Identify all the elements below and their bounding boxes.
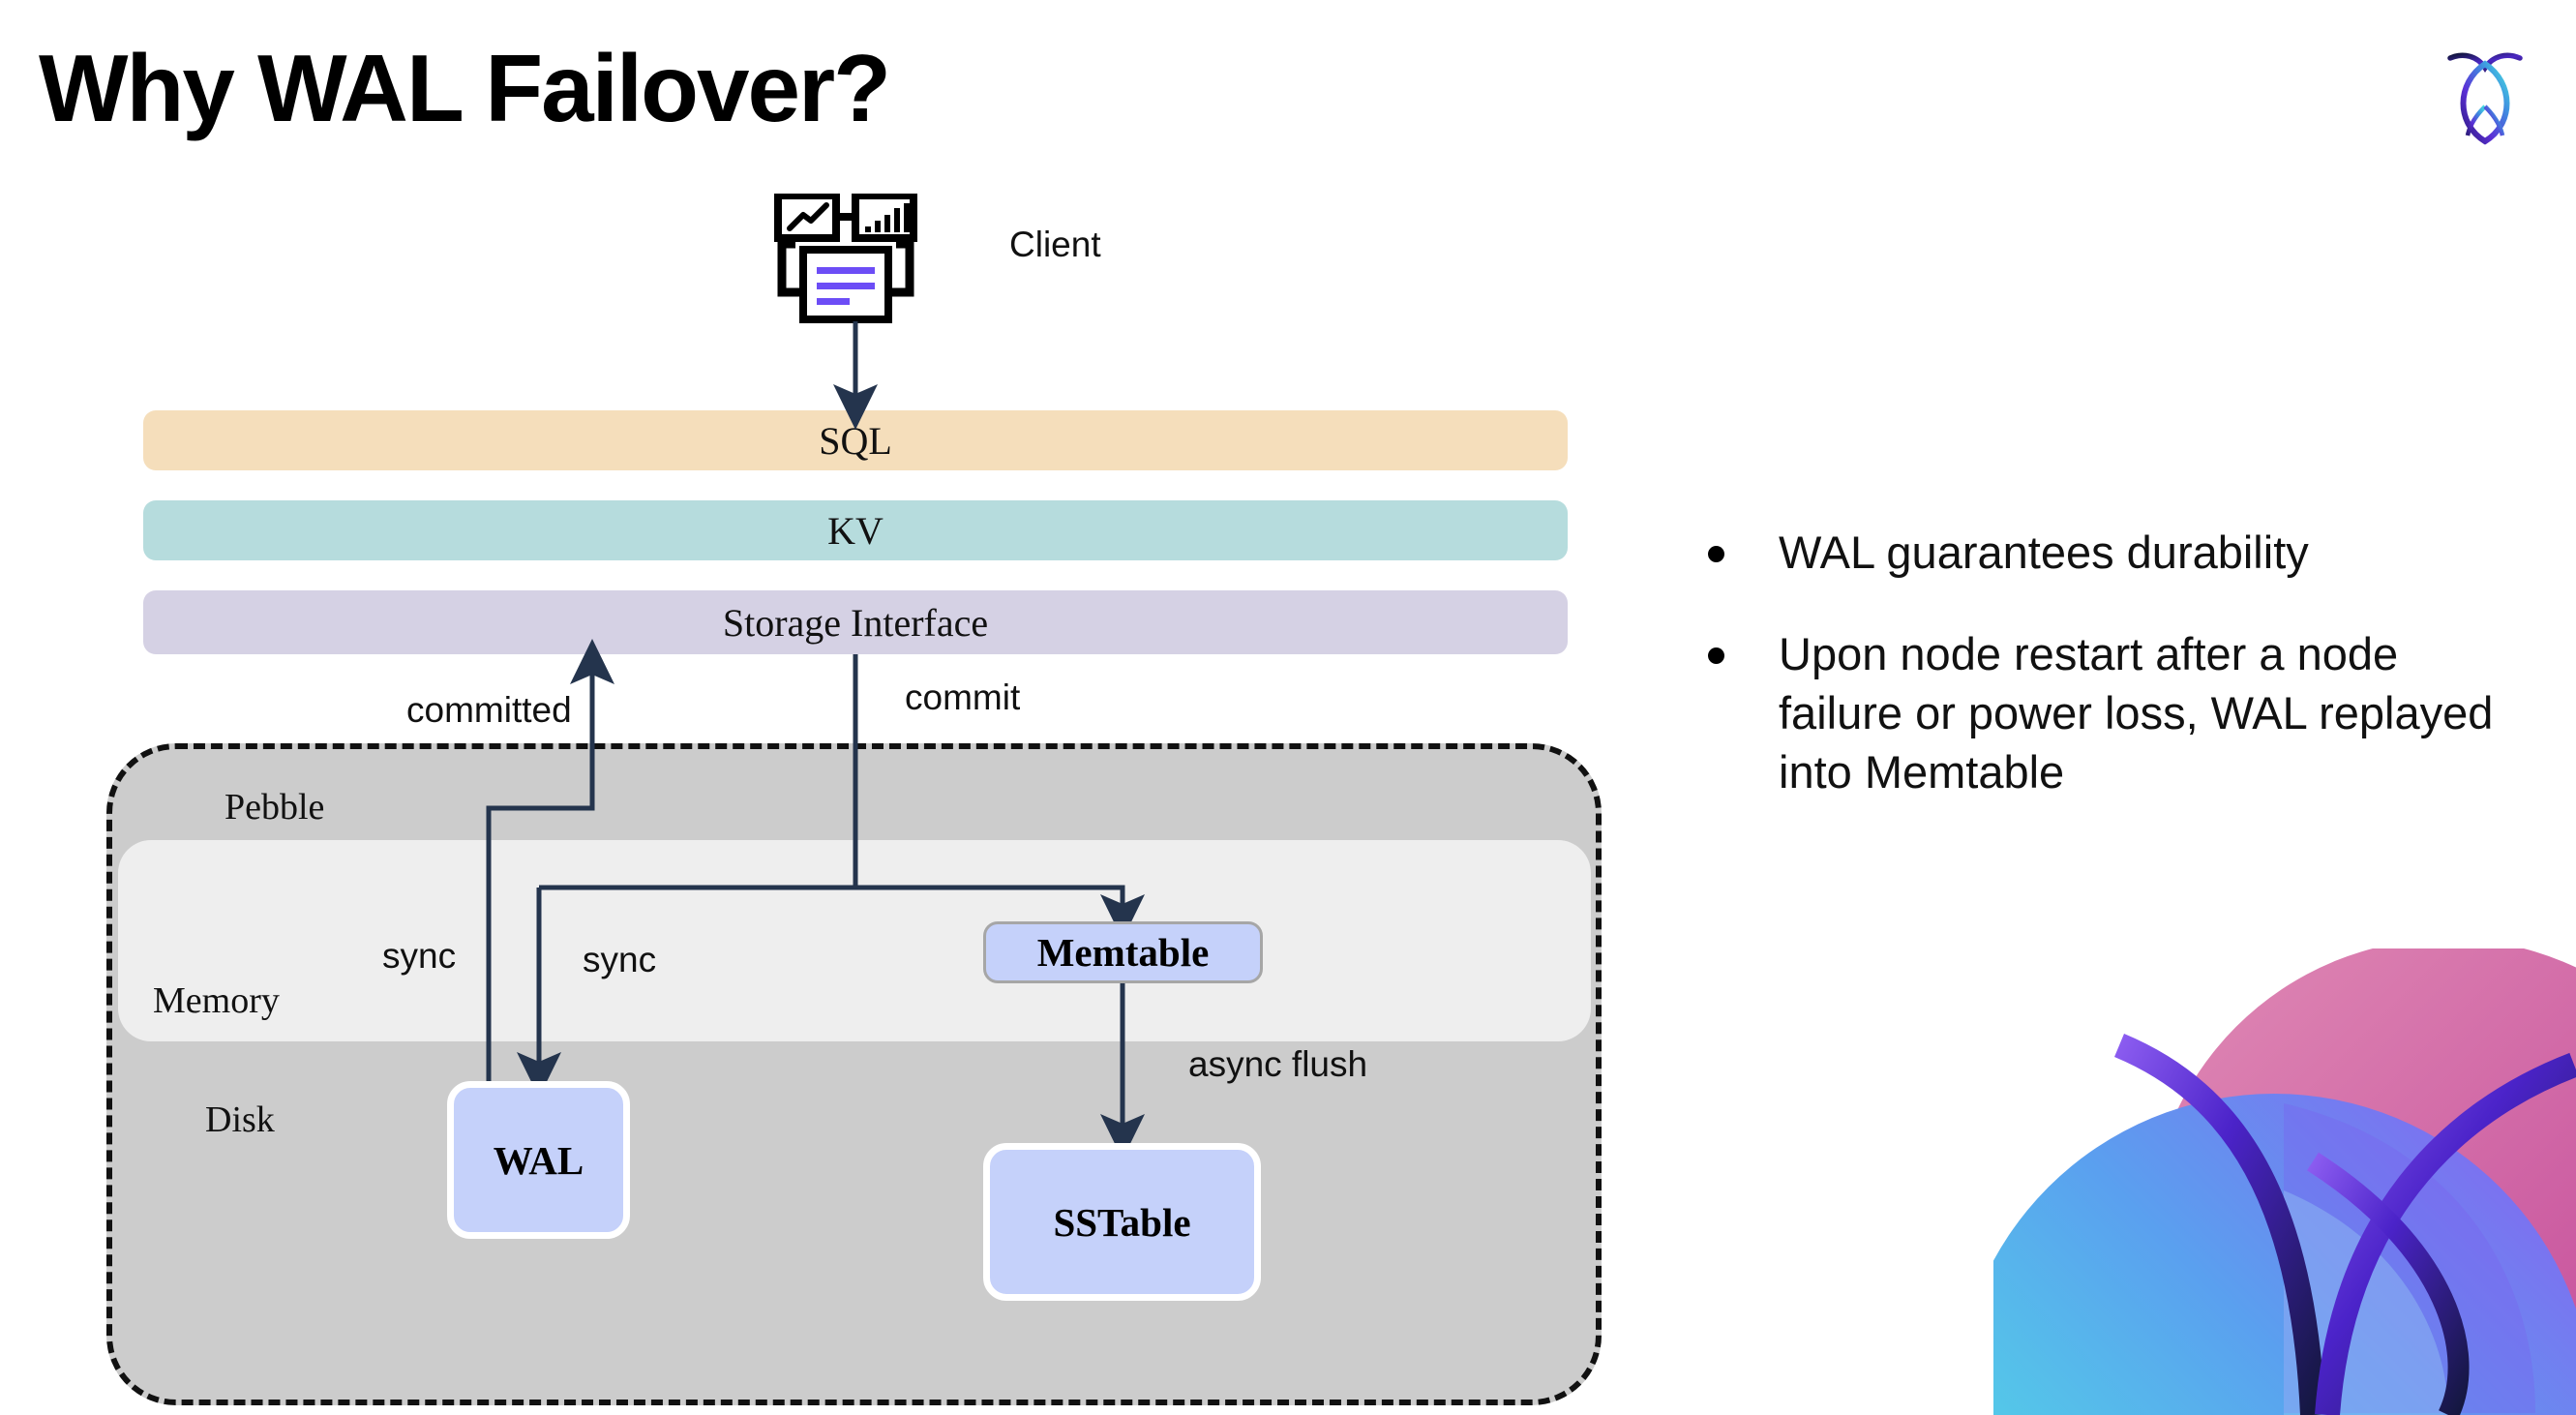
layer-bar-sql-label: SQL [819, 418, 892, 463]
client-dashboard-icon [774, 192, 929, 324]
memory-panel [118, 840, 1591, 1041]
bullet-text: WAL guarantees durability [1779, 527, 2309, 578]
page-title: Why WAL Failover? [39, 35, 891, 141]
node-memtable-label: Memtable [1036, 930, 1210, 975]
edge-label-committed: committed [406, 690, 572, 730]
node-memtable: Memtable [983, 921, 1263, 983]
bullet-text: Upon node restart after a node failure o… [1779, 628, 2494, 798]
list-item: WAL guarantees durability [1708, 523, 2511, 582]
memory-label: Memory [153, 980, 280, 1021]
edge-label-sync-storage-to-wal: sync [583, 940, 657, 979]
cockroachdb-leaf-logo [2441, 39, 2530, 147]
cockroachdb-leaf-watermark [1993, 948, 2576, 1415]
client-label: Client [1009, 225, 1101, 264]
bullet-dot-icon [1708, 647, 1724, 665]
layer-bar-sql: SQL [143, 410, 1568, 470]
layer-bar-storage-interface: Storage Interface [143, 590, 1568, 654]
edge-label-commit: commit [905, 677, 1021, 717]
bullet-dot-icon [1708, 546, 1724, 562]
node-sstable: SSTable [983, 1143, 1261, 1301]
layer-bar-kv: KV [143, 500, 1568, 560]
edge-label-sync-wal-to-storage: sync [382, 936, 457, 976]
bullet-list: WAL guarantees durability Upon node rest… [1708, 523, 2511, 844]
layer-bar-kv-label: KV [827, 508, 884, 553]
list-item: Upon node restart after a node failure o… [1708, 624, 2511, 801]
node-wal: WAL [447, 1081, 630, 1239]
disk-label: Disk [205, 1099, 275, 1140]
layer-bar-storage-label: Storage Interface [722, 600, 989, 645]
pebble-label: Pebble [225, 787, 325, 828]
node-sstable-label: SSTable [1053, 1199, 1191, 1245]
node-wal-label: WAL [493, 1137, 584, 1183]
edge-label-async-flush: async flush [1188, 1044, 1368, 1084]
